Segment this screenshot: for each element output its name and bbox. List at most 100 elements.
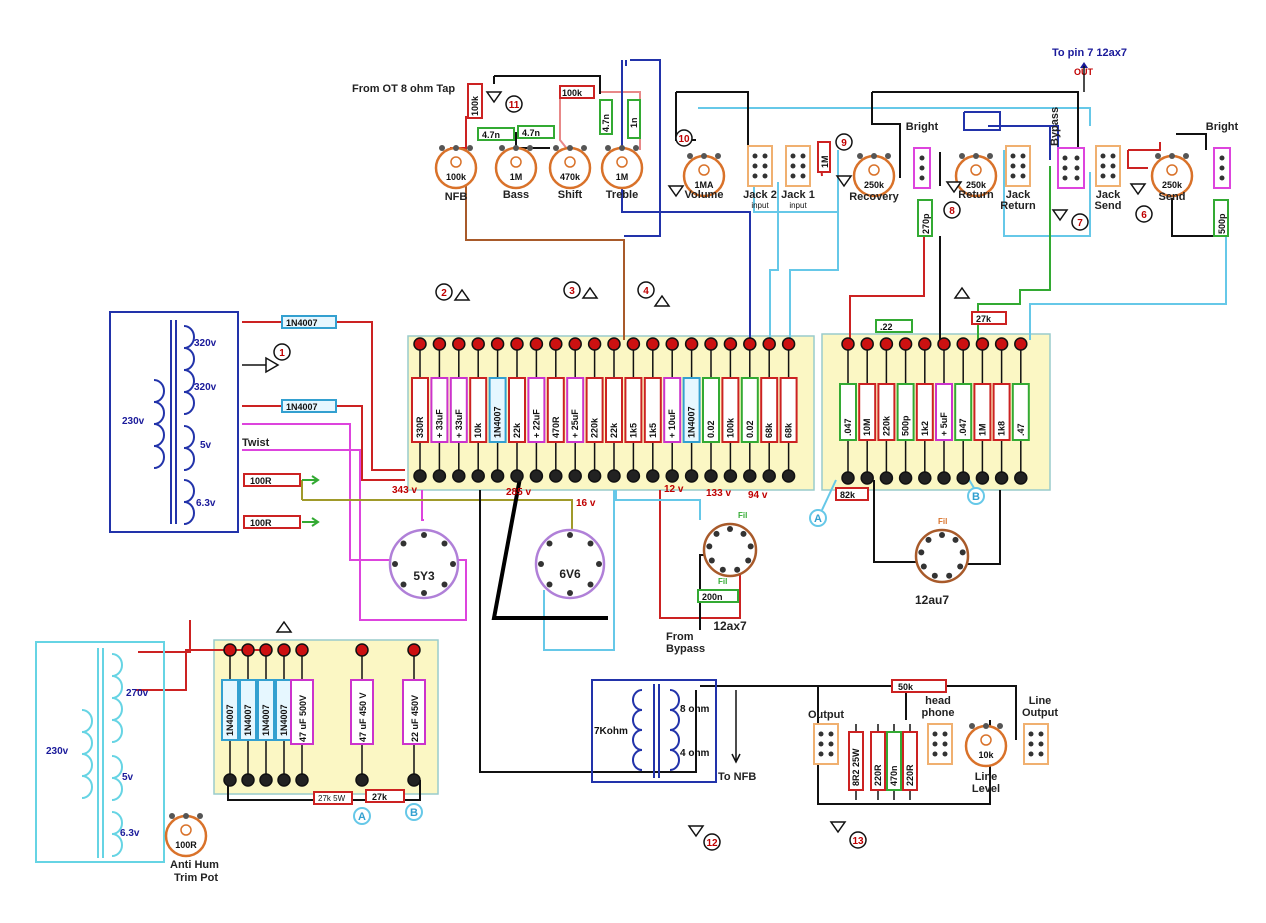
node-marker-3: 3: [563, 281, 581, 299]
node-marker-8: 8: [943, 201, 961, 219]
svg-text:Line: Line: [975, 771, 998, 783]
svg-text:100k: 100k: [725, 417, 735, 438]
pt2-tap-1: 5v: [122, 772, 134, 783]
ot-8ohm-label: 8 ohm: [680, 704, 710, 715]
preamp-board-part-5: + 5uF: [935, 337, 953, 485]
svg-text:27k 5W: 27k 5W: [318, 794, 346, 803]
svg-text:13: 13: [852, 836, 864, 847]
svg-text:100k: 100k: [470, 95, 480, 116]
svg-text:Return: Return: [958, 189, 994, 201]
svg-text:220k: 220k: [590, 417, 600, 438]
main-board-part-12: 1k5: [643, 337, 662, 483]
svg-text:50k: 50k: [898, 682, 914, 692]
supply-arrow-1: [581, 286, 599, 299]
output-part-2: 470n: [886, 724, 902, 800]
svg-text:1M: 1M: [616, 172, 629, 182]
svg-text:Bright: Bright: [1206, 121, 1239, 133]
anti-hum-label-1: Anti Hum: [170, 859, 219, 871]
svg-text:1n: 1n: [629, 117, 639, 128]
ground-symbol-2: [835, 175, 853, 188]
thick-ground-bus: [491, 477, 608, 620]
from-bypass-label-1: From: [666, 631, 694, 643]
node-marker-13: 13: [849, 831, 867, 849]
main-board-part-0: 330R: [411, 337, 429, 483]
bright-switch-0[interactable]: Bright: [906, 121, 939, 189]
svg-text:0.02: 0.02: [706, 420, 716, 438]
svg-text:.047: .047: [843, 418, 853, 436]
preamp-board-part-9: .47: [1011, 337, 1030, 485]
anti-hum-label-2: Trim Pot: [174, 872, 218, 884]
tone-cap-4-7n-a: 4.7n: [477, 127, 515, 141]
svg-text:1N4007: 1N4007: [493, 406, 503, 438]
svg-text:Output: Output: [808, 709, 844, 721]
bypass-switch[interactable]: Bypass: [1049, 107, 1085, 189]
svg-text:A: A: [358, 811, 366, 823]
svg-text:Treble: Treble: [606, 189, 638, 201]
svg-text:470k: 470k: [560, 172, 581, 182]
svg-text:Jack: Jack: [1006, 189, 1031, 201]
svg-text:82k: 82k: [840, 490, 856, 500]
voltage-133v: 133 v: [706, 488, 731, 499]
ground-symbol-4: [1051, 209, 1069, 222]
ot-primary-label: 7Kohm: [594, 726, 628, 737]
output-jack[interactable]: [813, 723, 839, 765]
svg-text:330R: 330R: [415, 416, 425, 438]
tone-resistor-100k-horizontal: 100k: [559, 85, 595, 99]
psu-board-part-6: 22 uF 450V: [402, 643, 426, 787]
svg-text:.22: .22: [880, 322, 893, 332]
svg-text:A: A: [814, 513, 822, 525]
tone-cap-4-7n-b: 4.7n: [517, 125, 555, 139]
svg-text:0.02: 0.02: [745, 420, 755, 438]
svg-text:10k: 10k: [978, 750, 994, 760]
svg-text:11: 11: [509, 100, 520, 111]
svg-text:22 uF 450V: 22 uF 450V: [410, 695, 420, 742]
svg-text:100k: 100k: [446, 172, 467, 182]
svg-text:1M: 1M: [977, 423, 987, 436]
svg-text:1: 1: [279, 348, 285, 359]
svg-text:.47: .47: [1016, 423, 1026, 436]
bright-switch-1[interactable]: Bright: [1206, 121, 1239, 189]
pt1-tap-2: 5v: [200, 440, 212, 451]
svg-text:+ 22uF: + 22uF: [531, 409, 541, 438]
node-marker-6: 6: [1135, 205, 1153, 223]
main-board-part-15: 0.02: [702, 337, 720, 483]
main-board-part-8: + 25uF: [566, 337, 585, 483]
svg-text:250k: 250k: [1162, 180, 1183, 190]
svg-text:+ 25uF: + 25uF: [570, 409, 580, 438]
input-resistor-1m: 1M: [817, 141, 831, 173]
pot-3[interactable]: 1M Treble: [600, 145, 644, 201]
svg-text:270p: 270p: [921, 213, 931, 234]
pot-9[interactable]: 100R: [164, 813, 208, 858]
node-marker-9: 9: [835, 133, 853, 151]
svg-text:8R2 25W: 8R2 25W: [851, 748, 861, 786]
preamp-board-part-8: 1k8: [992, 337, 1011, 485]
svg-text:5Y3: 5Y3: [413, 569, 435, 583]
preamp-board-part-3: 500p: [896, 337, 915, 485]
output-part-1: 220R: [870, 724, 886, 800]
svg-text:2: 2: [441, 288, 447, 299]
svg-text:Shift: Shift: [558, 189, 583, 201]
ground-symbols: [242, 91, 1147, 838]
voltage-94v: 94 v: [748, 490, 768, 501]
preamp-board-part-4: 1k2: [915, 337, 934, 485]
svg-text:+ 33uF: + 33uF: [434, 409, 444, 438]
line-output-jack[interactable]: [1023, 723, 1049, 765]
svg-text:phone: phone: [922, 707, 955, 719]
headphone-jack[interactable]: [927, 723, 953, 765]
main-board-part-7: 470R: [546, 337, 565, 483]
svg-text:12au7: 12au7: [915, 593, 949, 607]
